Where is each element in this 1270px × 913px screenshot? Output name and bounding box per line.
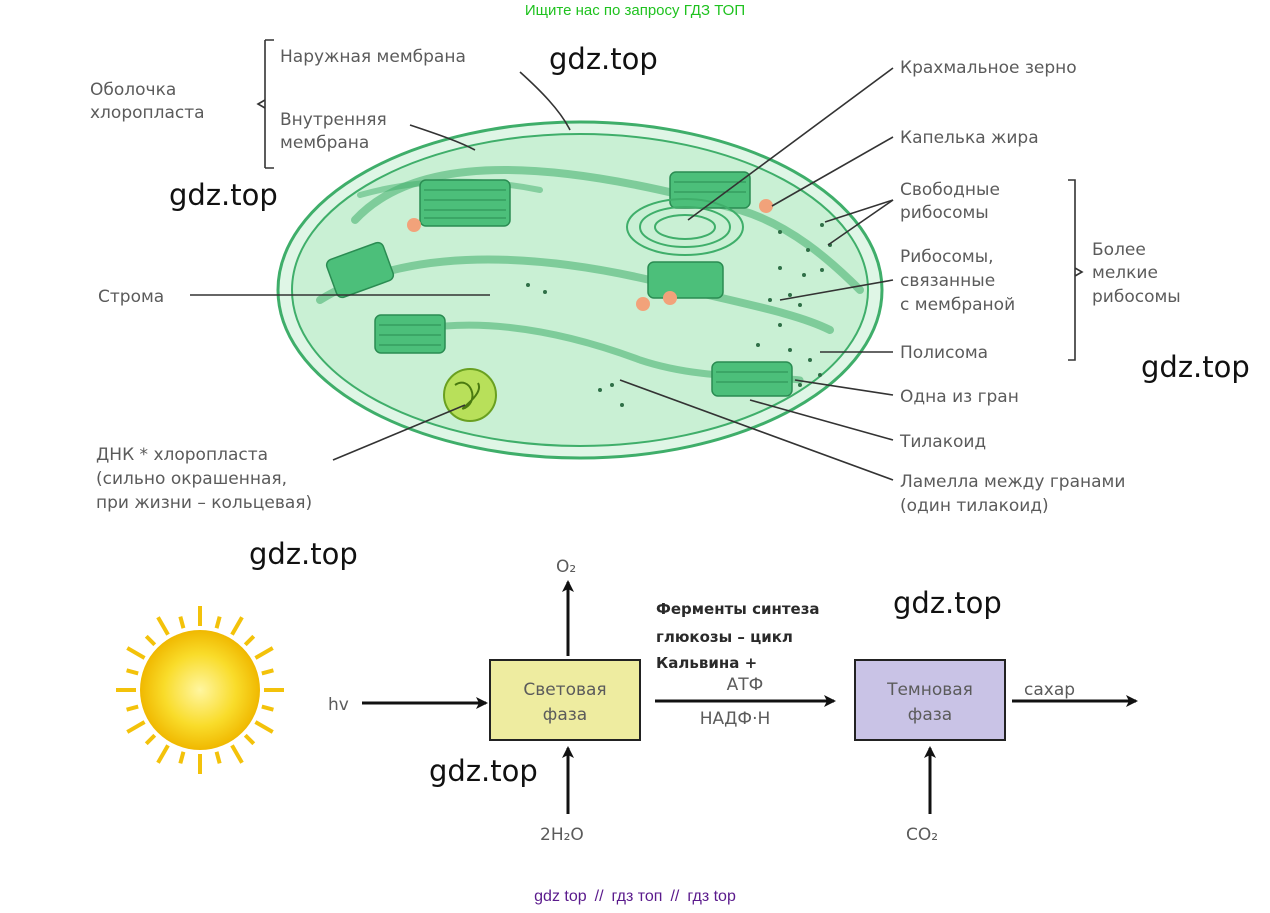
sun-icon (116, 606, 284, 774)
sun-ray (230, 616, 244, 636)
fat-droplet (663, 291, 677, 305)
label-bound-ribo-3: с мембраной (900, 295, 1015, 315)
sun-ray (156, 616, 170, 636)
label-bound-ribo-2: связанные (900, 271, 995, 291)
label-enzymes-2: глюкозы – цикл (656, 628, 793, 646)
search-banner[interactable]: Ищите нас по запросу ГДЗ ТОП (524, 2, 746, 19)
watermark: gdz.top (893, 586, 1002, 620)
dark-phase-label-2: фаза (908, 705, 952, 725)
sun-ray (126, 720, 146, 734)
label-smaller-ribo-2: мелкие (1092, 263, 1158, 283)
chloroplast (190, 39, 1084, 481)
light-phase-label-1: Световая (523, 680, 606, 700)
granum (374, 314, 446, 354)
label-dna-1: ДНК * хлоропласта (96, 445, 268, 465)
label-free-ribo-1: Свободные (900, 180, 1000, 200)
label-thylakoid: Тилакоид (899, 432, 986, 452)
fat-droplet (636, 297, 650, 311)
label-polysome: Полисома (900, 343, 988, 363)
starch-grain (626, 198, 744, 256)
dark-phase-label-1: Темновая (886, 680, 973, 700)
sun-ray (254, 720, 274, 734)
label-dna-3: при жизни – кольцевая) (96, 493, 312, 513)
label-enzymes-3: Кальвина + (656, 654, 757, 672)
light-phase-box: Световая фаза (489, 659, 641, 741)
watermark: gdz.top (249, 537, 358, 571)
granum (325, 241, 395, 299)
lamella-mid (316, 255, 834, 334)
label-smaller-ribo-3: рибосомы (1092, 287, 1181, 307)
sun-ray (126, 646, 146, 660)
label-smaller-ribo-1: Более (1092, 240, 1146, 260)
sun-ray (243, 733, 256, 746)
label-stroma: Строма (98, 287, 164, 307)
sun-ray (144, 634, 157, 647)
label-nadph: НАДФ·Н (700, 709, 771, 729)
label-lamella-2: (один тилакоид) (900, 496, 1049, 516)
label-lamella-1: Ламелла между гранами (900, 472, 1125, 492)
sun-ray (254, 646, 274, 660)
label-outer-membrane: Наружная мембрана (280, 47, 466, 67)
label-inner-membrane-1: Внутренняя (280, 110, 387, 130)
sun-ray (156, 744, 170, 764)
sun-ray (230, 744, 244, 764)
dna-nucleoid (443, 368, 497, 422)
footer-link-3[interactable]: гдз top (687, 888, 736, 905)
sun-ray (126, 704, 139, 712)
sun-ray (144, 733, 157, 746)
label-free-ribo-2: рибосомы (900, 203, 989, 223)
sun-ray (126, 668, 139, 676)
footer-separator: // (594, 888, 604, 905)
leader-lines (190, 39, 1084, 481)
footer-separator: // (670, 888, 680, 905)
granum (419, 179, 511, 227)
label-shell-2: хлоропласта (90, 103, 205, 123)
sun-ray (178, 751, 186, 764)
label-dna-2: (сильно окрашенная, (96, 469, 287, 489)
watermark: gdz.top (429, 754, 538, 788)
footer-links: gdz top // гдз топ // гдз top (0, 888, 1270, 906)
ribosomes (526, 223, 832, 407)
label-inner-membrane-2: мембрана (280, 133, 369, 153)
sun-ray (261, 704, 274, 712)
granum (647, 261, 724, 299)
sun-ray (214, 616, 222, 629)
footer-link-2[interactable]: гдз топ (611, 888, 663, 905)
label-atp: АТФ (727, 675, 764, 695)
sun-ray (214, 751, 222, 764)
footer-link-1[interactable]: gdz top (534, 888, 587, 905)
inner-membrane-shape (291, 133, 869, 447)
dark-phase-box: Темновая фаза (854, 659, 1006, 741)
label-bound-ribo-1: Рибосомы, (900, 247, 994, 267)
label-o2: O₂ (556, 557, 576, 577)
label-co2: CO₂ (906, 825, 938, 845)
label-shell-1: Оболочка (90, 80, 176, 100)
label-starch: Крахмальное зерно (900, 58, 1077, 78)
label-water: 2H₂O (540, 825, 584, 845)
fat-droplet (407, 218, 421, 232)
watermark: gdz.top (549, 42, 658, 76)
arrows (362, 580, 1138, 814)
granum (711, 361, 793, 397)
fat-droplet (759, 199, 773, 213)
light-phase-label-2: фаза (543, 705, 587, 725)
label-enzymes-1: Ферменты синтеза (656, 600, 820, 618)
watermark: gdz.top (1141, 350, 1250, 384)
label-hv: hv (328, 695, 349, 715)
label-granum: Одна из гран (900, 387, 1019, 407)
sun-ray (178, 616, 186, 629)
label-sugar: сахар (1024, 680, 1075, 700)
label-fat-drop: Капелька жира (900, 128, 1039, 148)
watermark: gdz.top (169, 178, 278, 212)
sun-ray (243, 634, 256, 647)
sun-ray (261, 668, 274, 676)
